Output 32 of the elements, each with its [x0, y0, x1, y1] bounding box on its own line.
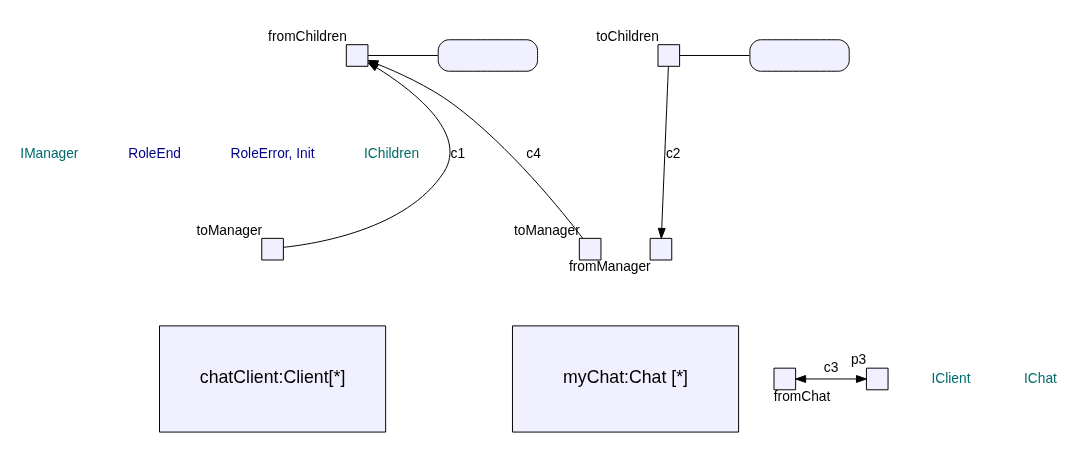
node-label: toManager [514, 222, 580, 238]
node-box [261, 237, 284, 260]
node-box [578, 237, 602, 260]
label: IClient [931, 370, 971, 386]
connector [679, 54, 750, 56]
node-box [865, 367, 889, 390]
node-box [649, 237, 673, 260]
node-label: fromChat [773, 388, 831, 404]
node-box [773, 367, 797, 390]
arrow [795, 374, 867, 383]
label: IChat [1024, 370, 1057, 386]
node-box [749, 38, 850, 72]
edge-label: c1 [450, 145, 466, 161]
label: IChildren [364, 145, 420, 161]
node-label: fromManager [568, 258, 651, 274]
edge-label: c2 [665, 145, 681, 161]
arrow [657, 65, 669, 239]
label: IManager [20, 145, 79, 161]
node-box [657, 43, 681, 67]
node-label: p3 [850, 351, 867, 367]
node-label: toChildren [596, 28, 659, 44]
connector [367, 54, 439, 56]
node-label: toManager [196, 222, 263, 238]
edge-label: c3 [823, 359, 839, 375]
node-label: fromChildren [268, 28, 347, 44]
node-box: chatClient:Client[*] [159, 324, 387, 433]
node-box [345, 43, 369, 67]
label: RoleEnd [128, 145, 181, 161]
label: RoleError, Init [230, 145, 315, 161]
node-box [437, 38, 539, 72]
edge-label: c4 [526, 145, 541, 161]
node-box: myChat:Chat [*] [512, 324, 740, 433]
